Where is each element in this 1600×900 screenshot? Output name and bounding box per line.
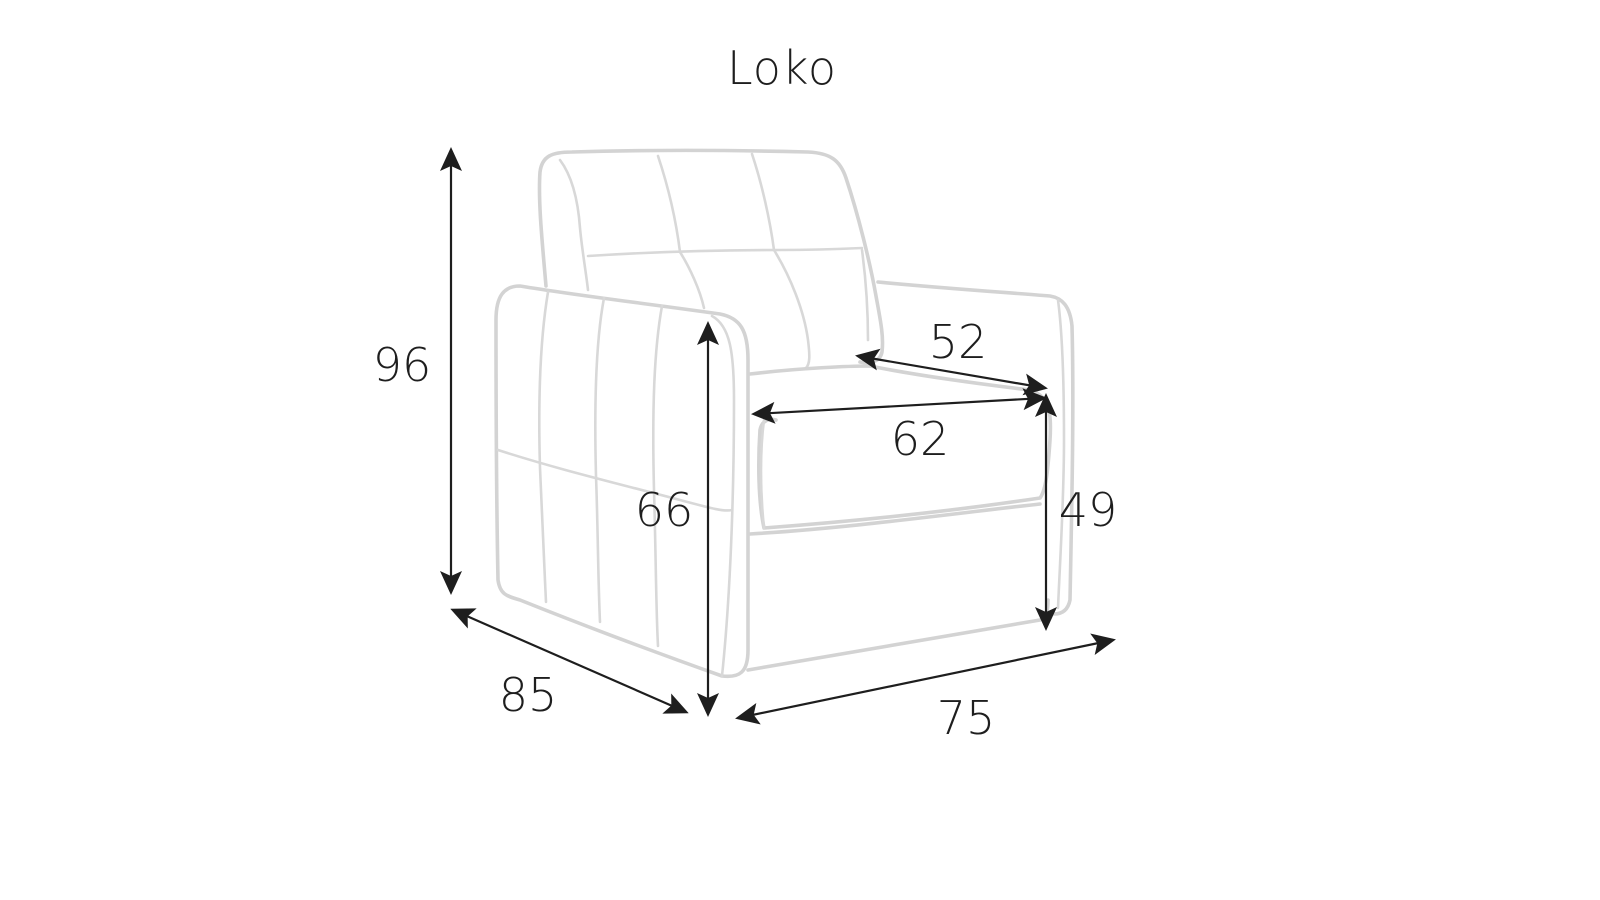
width-arrow: [735, 633, 1116, 725]
seat-cushion-front-edge: [759, 418, 766, 530]
left-armrest-seam-1: [537, 290, 550, 604]
seat-width-label: 62: [891, 412, 950, 466]
backrest-seam-1: [656, 154, 706, 310]
seat-depth-label: 52: [929, 315, 988, 369]
backrest-inner-edge: [558, 158, 590, 292]
left-armrest-seam-2: [593, 296, 606, 624]
left-armrest-seam-3: [651, 304, 664, 648]
depth-label: 85: [499, 668, 558, 722]
seat-width-arrow: [751, 388, 1047, 424]
right-armrest-inner-line: [1056, 298, 1066, 610]
seat-depth-arrow: [855, 348, 1048, 396]
total-height-label: 96: [373, 338, 432, 392]
seat-height-label: 49: [1059, 483, 1118, 537]
left-armrest-front-inner: [710, 314, 736, 678]
backrest-seam-horizontal: [586, 246, 864, 258]
armrest-height-label: 66: [635, 483, 694, 537]
right-armrest-outline: [876, 280, 1075, 616]
dimension-lines: [440, 147, 1116, 725]
armchair-drawing: [494, 148, 1075, 679]
backrest-seam-2: [750, 152, 811, 370]
depth-arrow: [450, 608, 689, 714]
product-title: Loko: [727, 41, 837, 95]
backrest-outline: [537, 148, 885, 365]
seat-base-outline: [746, 502, 1050, 672]
left-armrest-seam-horizontal: [496, 448, 734, 512]
left-armrest-outline: [494, 284, 750, 679]
backrest-cushion-edge: [860, 248, 870, 342]
width-label: 75: [937, 691, 996, 745]
